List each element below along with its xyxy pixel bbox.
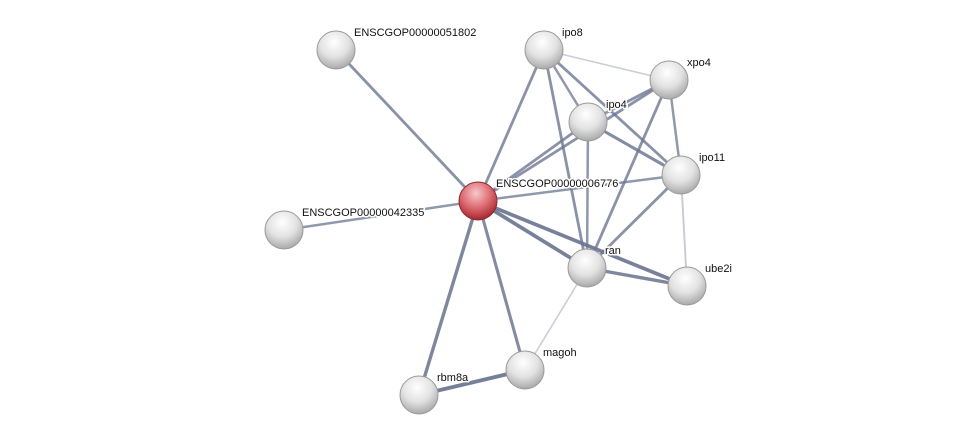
edge-ipo11-ran[interactable] <box>586 174 682 269</box>
node-label: ipo8 <box>562 27 583 39</box>
node-rbm8a[interactable]: rbm8a <box>399 371 471 415</box>
node-ran[interactable]: ran <box>567 244 622 288</box>
node-sphere[interactable] <box>524 30 564 70</box>
node-ipo8[interactable]: ipo8 <box>524 26 584 70</box>
node-sphere[interactable] <box>505 350 545 390</box>
edge-ipo4-ran[interactable] <box>585 121 590 269</box>
edge-n6776-xpo4[interactable] <box>477 78 670 203</box>
node-ube2i[interactable]: ube2i <box>667 262 733 306</box>
node-label: ENSCGOP00000051802 <box>354 27 476 39</box>
node-label: ipo11 <box>699 152 725 164</box>
node-label: rbm8a <box>437 372 469 384</box>
edge-n6776-rbm8a[interactable] <box>417 200 480 396</box>
node-sphere[interactable] <box>661 155 701 195</box>
node-label: magoh <box>543 347 577 359</box>
node-ipo4[interactable]: ipo4 <box>568 98 628 142</box>
node-label: xpo4 <box>687 57 711 69</box>
edge-n6776-ipo11[interactable] <box>477 173 682 203</box>
node-sphere[interactable] <box>567 248 607 288</box>
nodes-layer: ENSCGOP00000051802 ipo8 xpo4 ipo4 ipo11ENSCG… <box>264 26 733 415</box>
edge-n6776-n42335[interactable] <box>283 199 479 232</box>
edge-magoh-ran[interactable] <box>524 267 588 371</box>
edge-n6776-magoh[interactable] <box>476 200 527 371</box>
node-sphere[interactable] <box>399 375 439 415</box>
edge-ipo8-xpo4[interactable] <box>543 49 670 81</box>
query-node-sphere[interactable] <box>458 181 498 221</box>
edge-n6776-n51802[interactable] <box>334 49 480 202</box>
node-label: ENSCGOP00000042335 <box>302 207 424 219</box>
node-label: ENSCGOP00000006776 <box>496 178 618 190</box>
edge-n6776-ran[interactable] <box>477 199 588 270</box>
node-sphere[interactable] <box>649 60 689 100</box>
node-label: ran <box>605 245 621 257</box>
edge-ipo8-ipo11[interactable] <box>543 48 682 177</box>
edge-ipo8-ran[interactable] <box>542 49 589 269</box>
node-sphere[interactable] <box>667 266 707 306</box>
node-ipo11[interactable]: ipo11 <box>661 151 727 195</box>
node-label: ipo4 <box>606 99 627 111</box>
node-sphere[interactable] <box>316 30 356 70</box>
node-n42335[interactable]: ENSCGOP00000042335 <box>264 206 426 250</box>
node-n51802[interactable]: ENSCGOP00000051802 <box>316 26 478 70</box>
node-magoh[interactable]: magoh <box>505 346 578 390</box>
edge-n6776-ipo8[interactable] <box>476 49 546 202</box>
node-label: ube2i <box>705 263 732 275</box>
edge-xpo4-ran[interactable] <box>585 79 671 269</box>
node-sphere[interactable] <box>264 210 304 250</box>
node-n6776[interactable]: ENSCGOP00000006776 <box>458 177 620 221</box>
node-sphere[interactable] <box>568 102 608 142</box>
node-xpo4[interactable]: xpo4 <box>649 56 712 100</box>
